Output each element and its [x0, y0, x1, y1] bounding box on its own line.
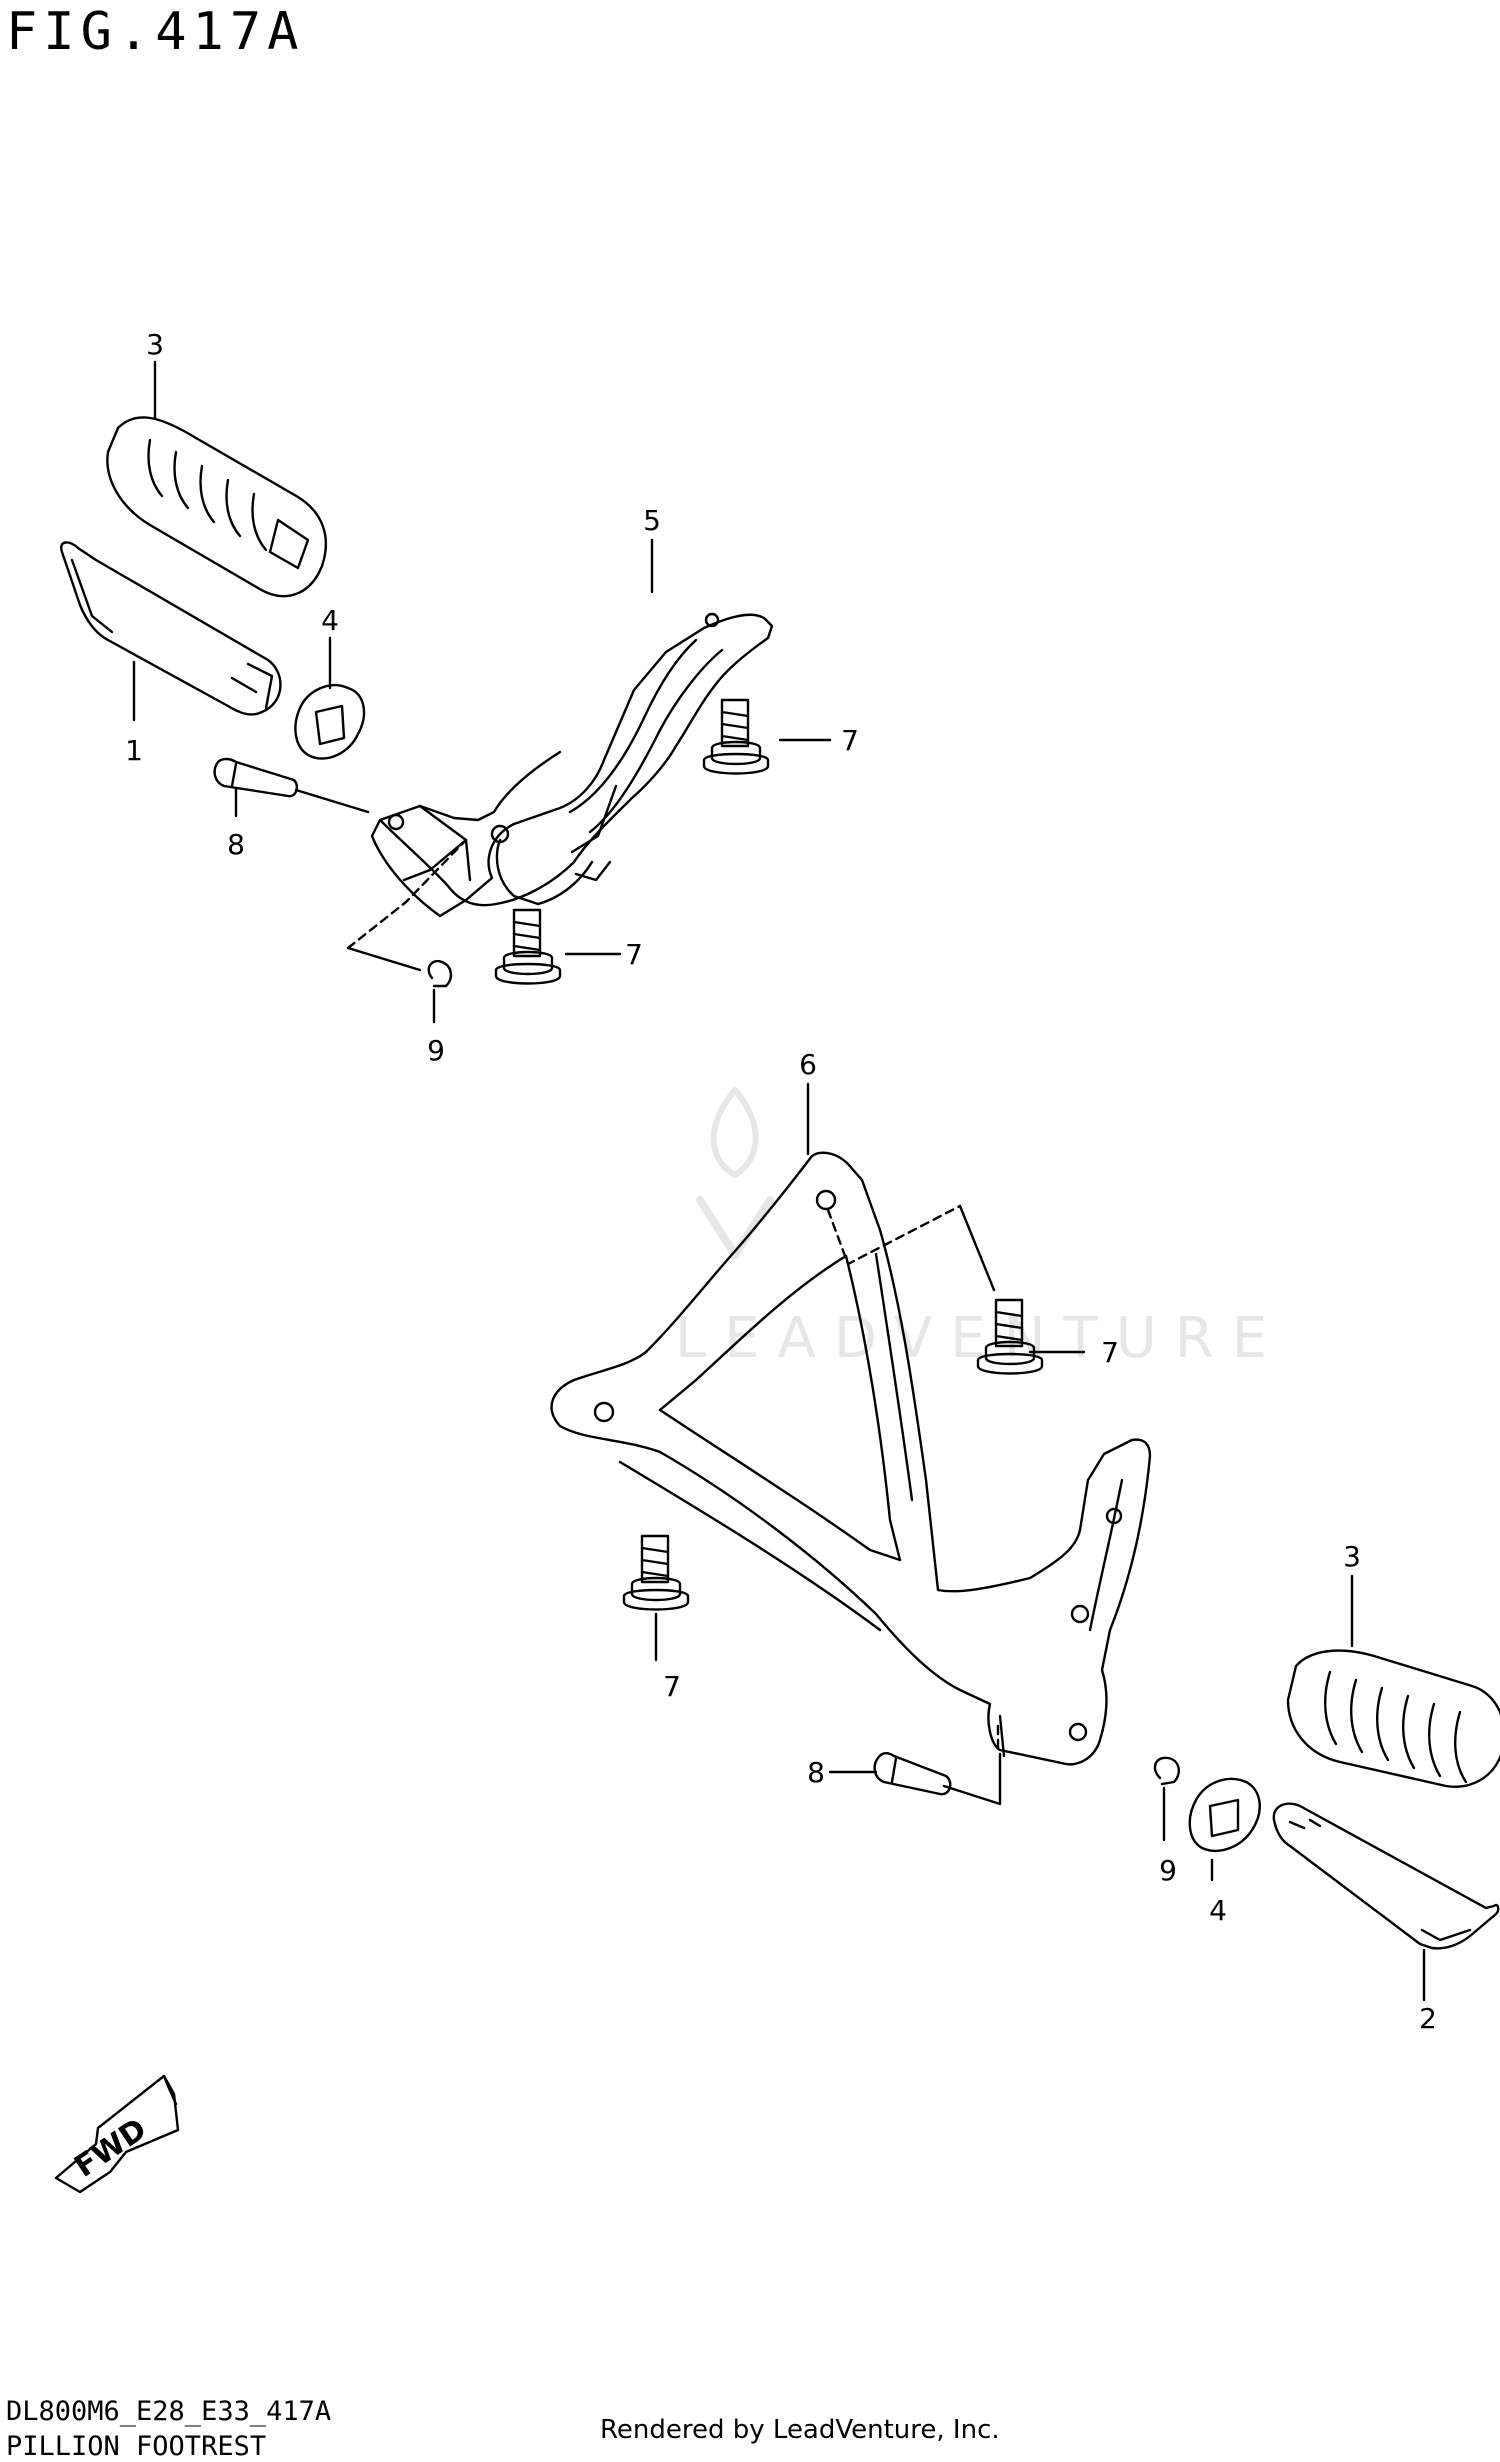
callout-1: 1 — [125, 734, 143, 767]
callout-8-upper: 8 — [227, 828, 245, 861]
leader-pin-clip-upper — [346, 946, 422, 972]
bolt-lower-2 — [622, 1534, 690, 1611]
dashed-guide-upper — [346, 838, 468, 950]
footrest-peg-left — [60, 541, 282, 716]
footrest-peg-right — [1272, 1802, 1500, 1950]
callout-6: 6 — [799, 1048, 817, 1081]
callout-7-upper-1: 7 — [841, 724, 859, 757]
bolt-upper-1 — [702, 698, 770, 775]
callout-5: 5 — [643, 504, 661, 537]
footrest-rubber-lower — [1286, 1649, 1500, 1788]
damper-lower — [1188, 1777, 1261, 1853]
callout-2: 2 — [1419, 2002, 1437, 2035]
clip-upper — [427, 959, 453, 988]
callout-labels: 3 1 4 5 8 7 7 9 6 7 7 3 8 9 4 2 — [125, 328, 1437, 2035]
callout-7-lower-1: 7 — [1101, 1336, 1119, 1369]
leader-lines — [132, 360, 1426, 2002]
leader-bolt-lower-a — [958, 1204, 996, 1292]
pin-upper — [213, 757, 370, 814]
callout-4-lower: 4 — [1209, 1894, 1227, 1927]
callout-3-lower: 3 — [1343, 1540, 1361, 1573]
figure-title: FIG.417A — [6, 2, 305, 62]
figure-code: DL800M6_E28_E33_417A — [6, 2396, 332, 2427]
footrest-rubber-upper — [106, 416, 327, 598]
footrest-bracket-lower — [550, 1151, 1152, 1766]
dashed-guide-lower-a — [826, 1204, 962, 1266]
callout-7-lower-2: 7 — [663, 1670, 681, 1703]
clip-lower — [1153, 1756, 1180, 1786]
callout-3-upper: 3 — [146, 328, 164, 361]
watermark-text: LEADVENTURE — [675, 1306, 1285, 1371]
bolt-lower-1 — [976, 1298, 1044, 1375]
pin-lower — [873, 1752, 1002, 1806]
watermark: LEADVENTURE — [675, 1087, 1285, 1371]
callout-7-upper-2: 7 — [625, 938, 643, 971]
damper-upper — [294, 684, 366, 760]
callout-9-lower: 9 — [1159, 1854, 1177, 1887]
fwd-direction-badge: FWD — [54, 2074, 180, 2194]
callout-4-upper: 4 — [321, 604, 339, 637]
rendered-by-footer: Rendered by LeadVenture, Inc. — [600, 2415, 1000, 2445]
footrest-bracket-upper — [370, 612, 774, 918]
callout-9-upper: 9 — [427, 1034, 445, 1067]
bolt-upper-2 — [494, 908, 562, 985]
figure-subtitle: PILLION FOOTREST — [6, 2431, 267, 2462]
callout-8-lower: 8 — [807, 1756, 825, 1789]
